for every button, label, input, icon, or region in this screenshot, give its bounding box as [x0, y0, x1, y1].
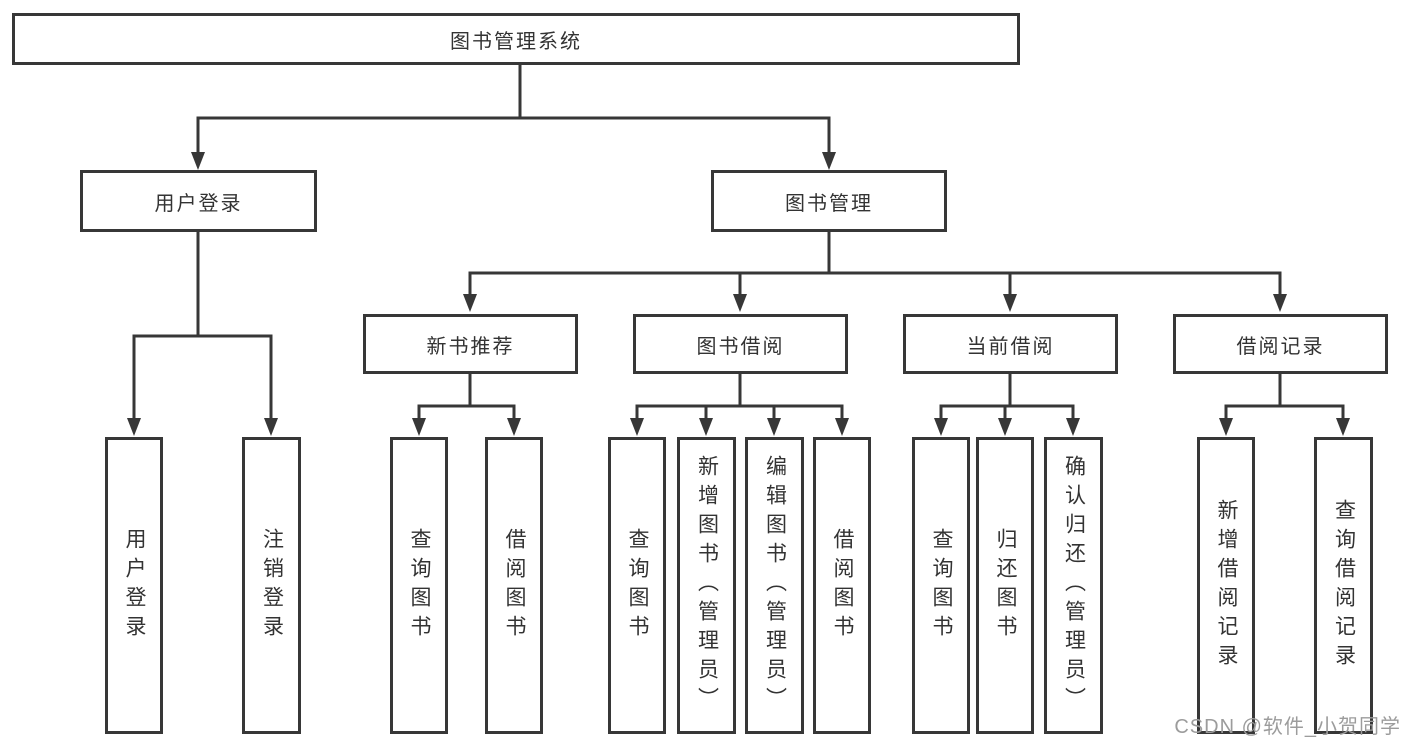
node-borrowing-records-label: 借阅记录	[1236, 335, 1325, 358]
leaf-return-books: 归还图书	[976, 437, 1034, 734]
leaf-user-login: 用户登录	[105, 437, 163, 734]
node-library-system: 图书管理系统	[12, 13, 1020, 65]
leaf-confirm-return-admin: 确认归还（管理员）	[1044, 437, 1103, 734]
node-user-login-branch-label: 用户登录	[154, 192, 243, 215]
node-borrowing-records: 借阅记录	[1173, 314, 1388, 374]
node-book-management-branch: 图书管理	[711, 170, 947, 232]
leaf-query-books-recommend-label: 查询图书	[408, 527, 431, 644]
node-new-book-recommendation: 新书推荐	[363, 314, 578, 374]
leaf-query-books-current: 查询图书	[912, 437, 970, 734]
leaf-query-books-current-label: 查询图书	[930, 527, 953, 644]
leaf-add-books-admin: 新增图书（管理员）	[677, 437, 736, 734]
leaf-add-borrow-record: 新增借阅记录	[1197, 437, 1255, 734]
csdn-watermark: CSDN @软件_小贺同学	[1174, 716, 1401, 738]
leaf-borrow-books-label: 借阅图书	[831, 527, 854, 644]
leaf-query-books-recommend: 查询图书	[390, 437, 448, 734]
leaf-user-login-label: 用户登录	[123, 527, 146, 644]
leaf-query-books-borrowing: 查询图书	[608, 437, 666, 734]
leaf-add-borrow-record-label: 新增借阅记录	[1215, 498, 1238, 673]
leaf-query-books-borrowing-label: 查询图书	[626, 527, 649, 644]
node-book-management-branch-label: 图书管理	[785, 192, 873, 215]
leaf-logout-label: 注销登录	[260, 527, 284, 644]
leaf-query-borrow-record: 查询借阅记录	[1314, 437, 1373, 734]
leaf-edit-books-admin: 编辑图书（管理员）	[745, 437, 804, 734]
node-user-login-branch: 用户登录	[80, 170, 317, 232]
node-book-borrowing-label: 图书借阅	[696, 335, 785, 358]
leaf-logout: 注销登录	[242, 437, 301, 734]
leaf-return-books-label: 归还图书	[994, 527, 1017, 644]
leaf-add-books-admin-label: 新增图书（管理员）	[695, 455, 719, 716]
leaf-query-borrow-record-label: 查询借阅记录	[1332, 498, 1356, 673]
node-library-system-label: 图书管理系统	[450, 30, 582, 53]
connector-paths	[132, 62, 1345, 424]
leaf-edit-books-admin-label: 编辑图书（管理员）	[763, 455, 787, 716]
leaf-borrow-books-recommend-label: 借阅图书	[503, 527, 526, 644]
arrowheads	[127, 152, 1350, 436]
node-new-book-recommendation-label: 新书推荐	[426, 335, 515, 358]
leaf-borrow-books-recommend: 借阅图书	[485, 437, 543, 734]
node-current-borrowing: 当前借阅	[903, 314, 1118, 374]
node-book-borrowing: 图书借阅	[633, 314, 848, 374]
leaf-borrow-books: 借阅图书	[813, 437, 871, 734]
leaf-confirm-return-admin-label: 确认归还（管理员）	[1062, 455, 1086, 716]
node-current-borrowing-label: 当前借阅	[966, 335, 1055, 358]
